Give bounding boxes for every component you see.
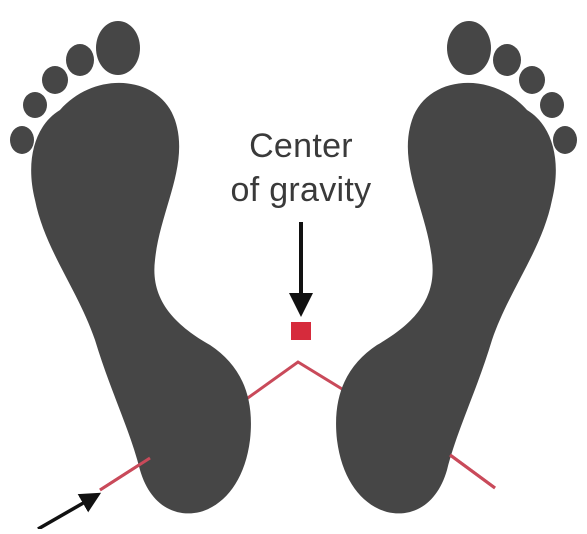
support-line-right-outer <box>450 455 495 488</box>
left-foot-toe-2 <box>66 44 94 76</box>
left-footprint <box>10 21 251 513</box>
left-foot-toe-4 <box>23 92 47 118</box>
left-foot-toe-3 <box>42 66 68 94</box>
right-foot-big-toe <box>447 21 491 75</box>
bottom-left-pointer-arrow <box>38 498 92 529</box>
right-foot-toe-3 <box>519 66 545 94</box>
left-foot-big-toe <box>96 21 140 75</box>
center-of-gravity-label-line2: of gravity <box>196 170 406 210</box>
right-foot-toe-2 <box>493 44 521 76</box>
right-foot-toe-5 <box>553 126 577 154</box>
right-foot-toe-4 <box>540 92 564 118</box>
left-foot-toe-5 <box>10 126 34 154</box>
center-of-gravity-marker <box>291 322 311 340</box>
right-footprint <box>336 21 577 513</box>
center-of-gravity-label-line1: Center <box>196 126 406 166</box>
